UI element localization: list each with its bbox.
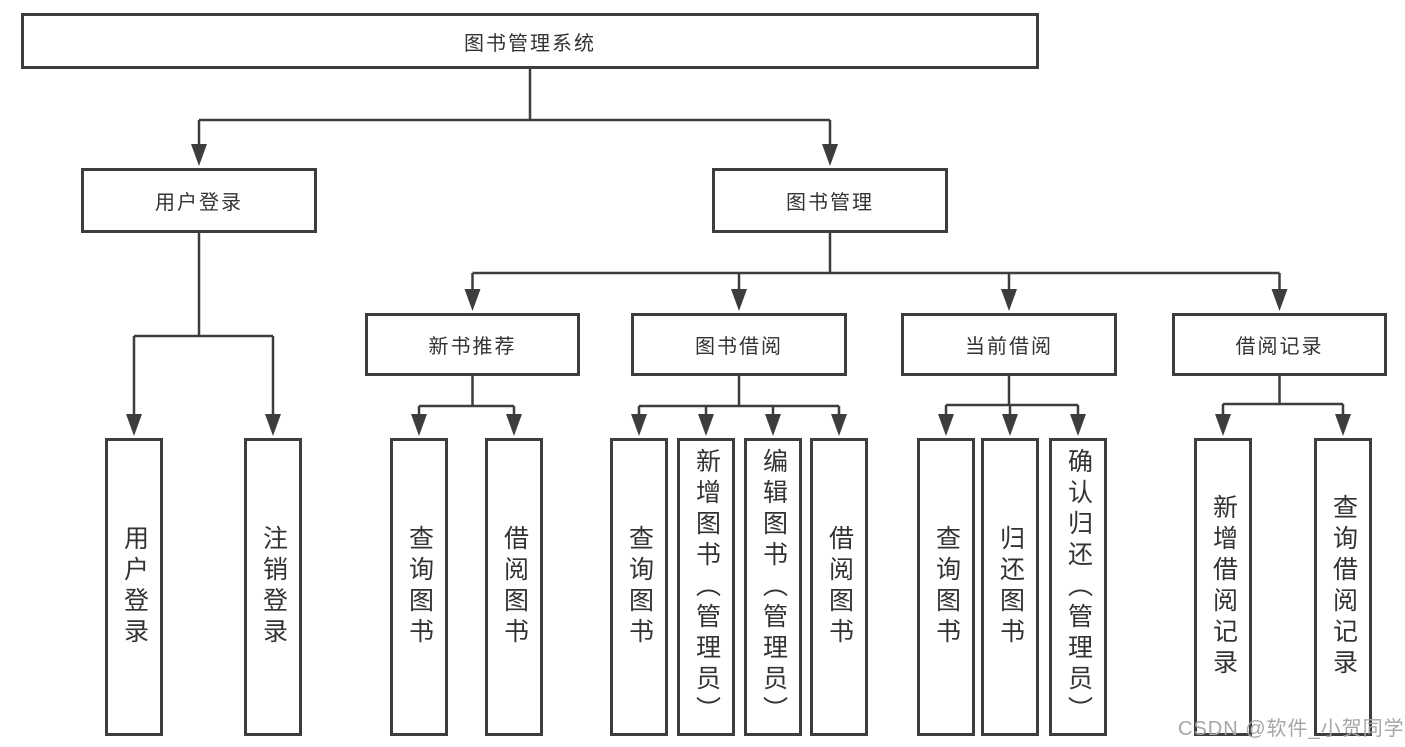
node-root-system: 图书管理系统 (21, 13, 1039, 69)
leaf-logout-label: 注销登录 (259, 525, 288, 649)
node-user-login-label: 用户登录 (155, 192, 243, 214)
leaf-newbook-query-books-label: 查询图书 (405, 525, 434, 649)
leaf-borrowing-query-books-label: 查询图书 (625, 525, 654, 649)
connector-strokes (132, 69, 1345, 418)
leaf-logout: 注销登录 (244, 438, 302, 736)
node-current-borrowing: 当前借阅 (901, 313, 1117, 376)
leaf-current-confirm-return-admin: 确认归还（管理员） (1049, 438, 1107, 736)
leaf-borrowing-query-books: 查询图书 (610, 438, 668, 736)
leaf-newbook-borrow-books: 借阅图书 (485, 438, 543, 736)
node-user-login: 用户登录 (81, 168, 317, 233)
node-root-label: 图书管理系统 (464, 32, 596, 55)
leaf-current-confirm-return-admin-label: 确认归还（管理员） (1064, 447, 1093, 727)
node-book-borrowing-label: 图书借阅 (695, 336, 783, 358)
node-book-borrowing: 图书借阅 (631, 313, 847, 376)
leaf-current-query-books-label: 查询图书 (932, 525, 961, 649)
leaf-borrowing-edit-books-admin: 编辑图书（管理员） (744, 438, 802, 736)
leaf-borrowing-add-books-admin: 新增图书（管理员） (677, 438, 735, 736)
leaf-user-login: 用户登录 (105, 438, 163, 736)
leaf-borrowing-borrow-books: 借阅图书 (810, 438, 868, 736)
leaf-records-add-borrow-record-label: 新增借阅记录 (1209, 494, 1238, 680)
leaf-newbook-borrow-books-label: 借阅图书 (500, 525, 529, 649)
leaf-borrowing-edit-books-admin-label: 编辑图书（管理员） (759, 447, 788, 727)
leaf-records-query-borrow-record: 查询借阅记录 (1314, 438, 1372, 736)
node-borrow-records-label: 借阅记录 (1235, 336, 1324, 358)
leaf-borrowing-borrow-books-label: 借阅图书 (825, 525, 854, 649)
csdn-watermark: CSDN @软件_小贺同学 (1178, 718, 1405, 740)
leaf-records-query-borrow-record-label: 查询借阅记录 (1329, 494, 1358, 680)
leaf-current-query-books: 查询图书 (917, 438, 975, 736)
leaf-borrowing-add-books-admin-label: 新增图书（管理员） (692, 447, 721, 727)
node-book-management-label: 图书管理 (786, 192, 874, 214)
leaf-current-return-books: 归还图书 (981, 438, 1039, 736)
leaf-newbook-query-books: 查询图书 (390, 438, 448, 736)
leaf-user-login-label: 用户登录 (120, 525, 149, 649)
node-book-management: 图书管理 (712, 168, 948, 233)
node-borrow-records: 借阅记录 (1172, 313, 1387, 376)
leaf-records-add-borrow-record: 新增借阅记录 (1194, 438, 1252, 736)
node-current-borrowing-label: 当前借阅 (965, 336, 1053, 358)
node-new-book-recommend-label: 新书推荐 (428, 336, 517, 358)
node-new-book-recommend: 新书推荐 (365, 313, 580, 376)
leaf-current-return-books-label: 归还图书 (996, 525, 1025, 649)
arrowheads (126, 144, 1351, 436)
